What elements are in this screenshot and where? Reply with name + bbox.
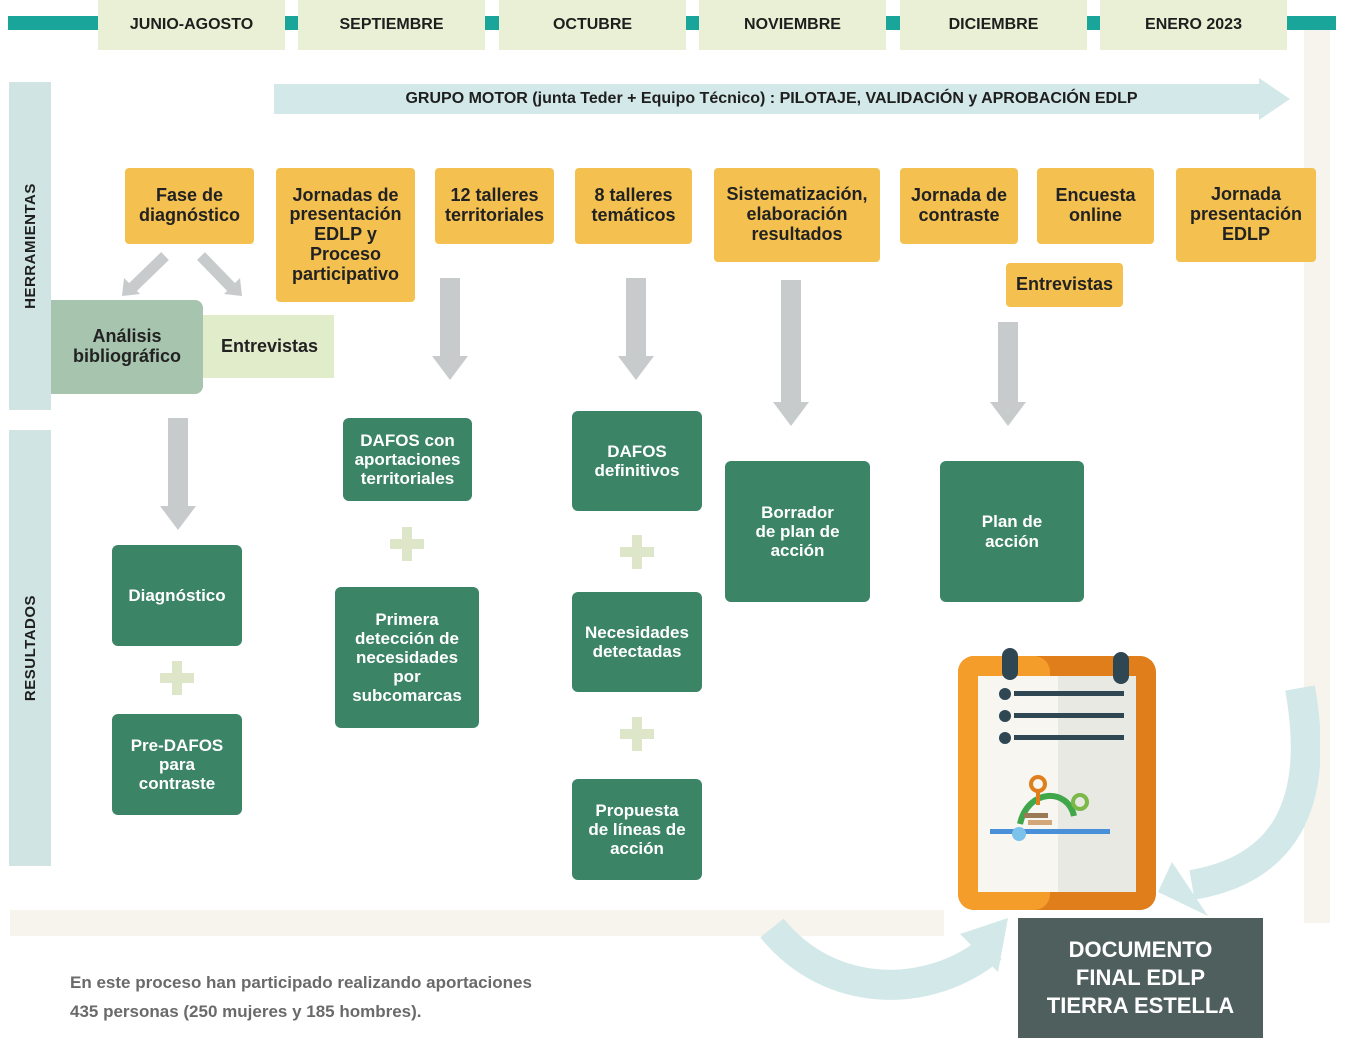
- month-enero-2023: ENERO 2023: [1100, 0, 1287, 50]
- tool-entrevistas-diciembre: Entrevistas: [1006, 263, 1123, 307]
- tool-jornada-presentacion-edlp: Jornada presentación EDLP: [1176, 168, 1316, 262]
- month-diciembre: DICIEMBRE: [900, 0, 1087, 50]
- participation-note: En este proceso han participado realizan…: [70, 968, 670, 1026]
- result-propuesta-lineas: Propuesta de líneas de acción: [572, 779, 702, 880]
- down-arrow-entrevistas: [990, 322, 1026, 426]
- tool-jornadas-presentacion: Jornadas de presentación EDLP y Proceso …: [276, 168, 415, 302]
- month-septiembre: SEPTIEMBRE: [298, 0, 485, 50]
- plus-icon: [620, 717, 654, 751]
- tool-jornada-contraste: Jornada de contraste: [900, 168, 1018, 244]
- participation-note-line-2: 435 personas (250 mujeres y 185 hombres)…: [70, 1002, 422, 1021]
- tool-talleres-tematicos: 8 talleres temáticos: [575, 168, 692, 244]
- group-motor-arrow: [274, 78, 1290, 120]
- final-document-box: DOCUMENTO FINAL EDLP TIERRA ESTELLA: [1018, 918, 1263, 1038]
- result-pre-dafos: Pre-DAFOS para contraste: [112, 714, 242, 815]
- down-arrow-talleres-territoriales: [432, 278, 468, 380]
- participation-note-line-1: En este proceso han participado realizan…: [70, 973, 532, 992]
- curved-arrows: [760, 685, 1320, 1000]
- result-diagnostico: Diagnóstico: [112, 545, 242, 646]
- split-arrows: [122, 252, 242, 296]
- result-borrador-plan: Borrador de plan de acción: [725, 461, 870, 602]
- results-section-label: RESULTADOS: [9, 430, 51, 866]
- tools-section-label: HERRAMIENTAS: [9, 82, 51, 410]
- tools-sidebar: [9, 82, 51, 410]
- tool-talleres-territoriales: 12 talleres territoriales: [435, 168, 554, 244]
- plus-icon: [390, 527, 424, 561]
- tool-sistematizacion: Sistematización, elaboración resultados: [714, 168, 880, 262]
- result-dafos-definitivos: DAFOS definitivos: [572, 411, 702, 511]
- result-plan-accion: Plan de acción: [940, 461, 1084, 602]
- down-arrow-sistematizacion: [773, 280, 809, 426]
- group-motor-label: GRUPO MOTOR (junta Teder + Equipo Técnic…: [405, 90, 1138, 107]
- month-junio-agosto: JUNIO-AGOSTO: [98, 0, 285, 50]
- clipboard-icon: [958, 648, 1156, 910]
- tool-analisis-bibliografico: Análisis bibliográfico: [51, 300, 203, 394]
- down-arrow-diagnostico: [160, 418, 196, 530]
- tools-section-text: HERRAMIENTAS: [21, 183, 39, 309]
- tool-fase-diagnostico: Fase de diagnóstico: [125, 168, 254, 244]
- result-dafos-aportaciones: DAFOS con aportaciones territoriales: [343, 418, 472, 501]
- down-arrow-talleres-tematicos: [618, 278, 654, 380]
- result-necesidades-detectadas: Necesidades detectadas: [572, 592, 702, 692]
- results-section-text: RESULTADOS: [21, 594, 39, 702]
- tool-entrevistas: Entrevistas: [185, 315, 334, 378]
- plus-icon: [160, 661, 194, 695]
- month-noviembre: NOVIEMBRE: [699, 0, 886, 50]
- plus-icon: [620, 535, 654, 569]
- results-sidebar: [9, 430, 51, 866]
- month-octubre: OCTUBRE: [499, 0, 686, 50]
- tool-encuesta-online: Encuesta online: [1037, 168, 1154, 244]
- result-primera-deteccion: Primera detección de necesidades por sub…: [335, 587, 479, 728]
